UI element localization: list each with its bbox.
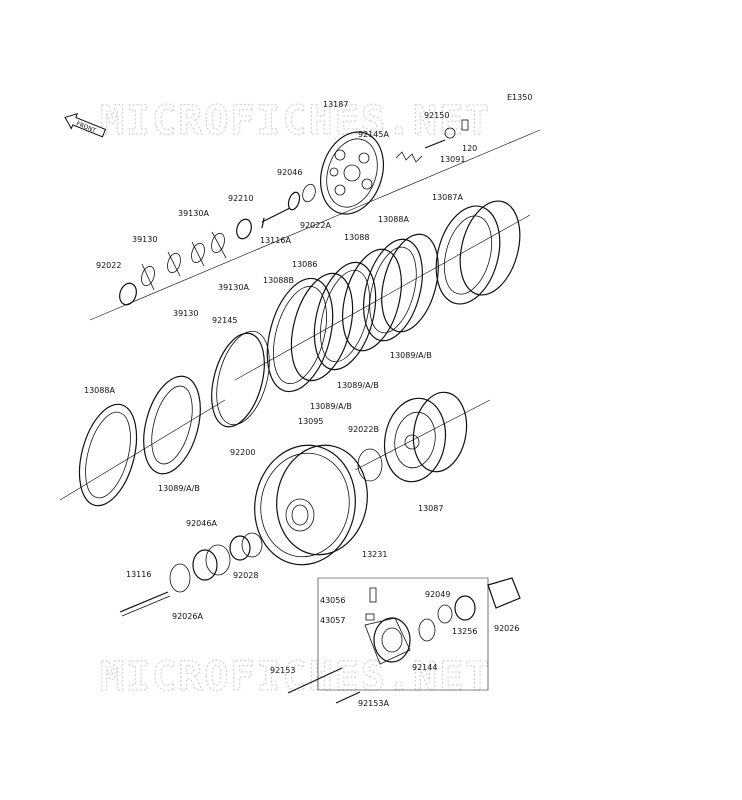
label-92210: 92210 <box>228 194 253 203</box>
bearing-13256 <box>454 595 476 621</box>
label-13088: 13088 <box>344 233 369 242</box>
fitting-43057 <box>365 613 375 621</box>
clutch-plates-stack <box>266 233 439 393</box>
bolt-92153 <box>287 667 343 694</box>
label-13089-4: 13089/A/B <box>158 484 200 493</box>
label-13088a-top: 13088A <box>378 215 409 224</box>
label-13187: 13187 <box>323 100 348 109</box>
label-92022b: 92022B <box>348 425 379 434</box>
watermark-bottom: MICROFICHES.NET <box>100 654 491 700</box>
needle-bearing-92046a <box>192 544 231 581</box>
sleeve-92028 <box>229 532 263 561</box>
label-13256: 13256 <box>452 627 477 636</box>
label-39130-bot: 39130 <box>173 309 198 318</box>
label-92145: 92145 <box>212 316 237 325</box>
label-92153: 92153 <box>270 666 295 675</box>
ref-code: E1350 <box>507 93 532 102</box>
label-39130-top: 39130 <box>132 235 157 244</box>
seal-92144 <box>418 618 436 642</box>
part-labels: 13187 92150 92145A 13091 120 92046 92210… <box>84 100 519 708</box>
label-13088b: 13088B <box>263 276 294 285</box>
assembly-box-13231 <box>317 577 489 691</box>
watermark-top: MICROFICHES.NET <box>100 98 491 144</box>
lever-arms-39130 <box>141 231 227 291</box>
label-92046: 92046 <box>277 168 302 177</box>
clutch-hub-13087 <box>383 391 468 483</box>
label-120: 120 <box>462 144 477 153</box>
rod-13116 <box>119 591 169 613</box>
bolt-92153a <box>335 691 361 704</box>
label-13091: 13091 <box>440 155 465 164</box>
label-13116a: 13116A <box>260 236 291 245</box>
cover-92026 <box>487 577 521 609</box>
actuator-body <box>364 617 411 665</box>
label-43056: 43056 <box>320 596 345 605</box>
label-92046a: 92046A <box>186 519 217 528</box>
label-13089-2: 13089/A/B <box>337 381 379 390</box>
label-13088a-left: 13088A <box>84 386 115 395</box>
label-13095: 13095 <box>298 417 323 426</box>
label-13231: 13231 <box>362 550 387 559</box>
label-92049: 92049 <box>425 590 450 599</box>
label-13089-3: 13089/A/B <box>310 402 352 411</box>
label-13087: 13087 <box>418 504 443 513</box>
oring-92049 <box>437 604 453 624</box>
ring-92145 <box>211 332 265 428</box>
label-92022: 92022 <box>96 261 121 270</box>
label-13116: 13116 <box>126 570 151 579</box>
washer-92022b <box>357 448 383 482</box>
clutch-hub-13087a <box>435 200 521 305</box>
label-92026a: 92026A <box>172 612 203 621</box>
label-13086: 13086 <box>292 260 317 269</box>
label-43057: 43057 <box>320 616 345 625</box>
washer-92026a <box>169 563 191 593</box>
label-13089-1: 13089/A/B <box>390 351 432 360</box>
pressure-plate-13187 <box>320 131 384 215</box>
label-39130a-top: 39130A <box>178 209 209 218</box>
label-92200: 92200 <box>230 448 255 457</box>
spring-92145a <box>395 151 423 163</box>
label-92145a: 92145A <box>358 130 389 139</box>
clutch-housing-13095 <box>254 444 368 566</box>
label-92022a: 92022A <box>300 221 331 230</box>
label-92153a: 92153A <box>358 699 389 708</box>
label-39130a-bot: 39130A <box>218 283 249 292</box>
label-92144: 92144 <box>412 663 437 672</box>
label-13087a: 13087A <box>432 193 463 202</box>
fitting-43056 <box>369 587 377 603</box>
label-92028: 92028 <box>233 571 258 580</box>
label-92150: 92150 <box>424 111 449 120</box>
label-92026: 92026 <box>494 624 519 633</box>
friction-plate-13088a-left <box>78 403 138 507</box>
